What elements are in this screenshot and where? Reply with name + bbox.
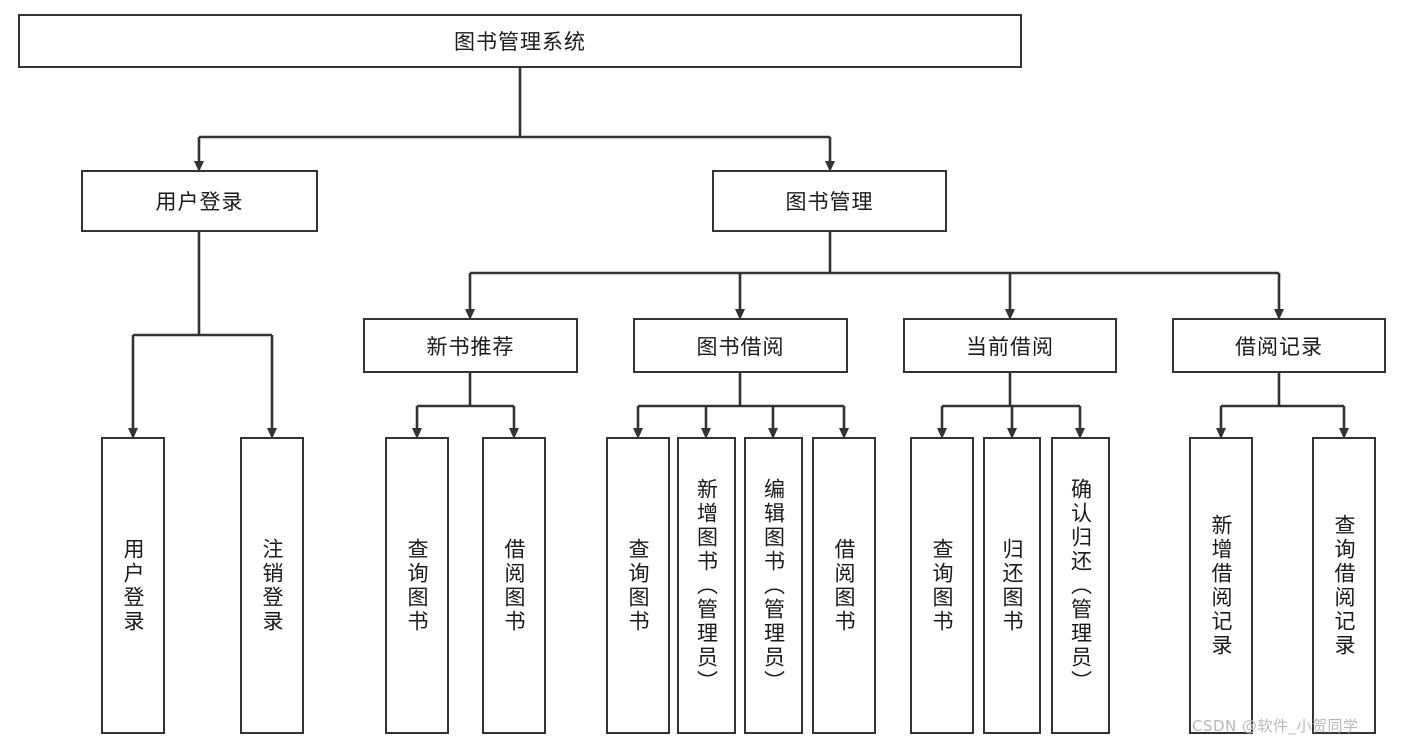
node-leaf-add-book[interactable]: 新增图书（管理员） — [677, 437, 736, 734]
node-leaf-edit-book[interactable]: 编辑图书（管理员） — [744, 437, 803, 734]
node-leaf-query-record[interactable]: 查询借阅记录 — [1312, 437, 1376, 734]
node-book-borrow[interactable]: 图书借阅 — [633, 318, 848, 373]
node-leaf-borrow-book-1[interactable]: 借阅图书 — [482, 437, 546, 734]
node-borrow-record[interactable]: 借阅记录 — [1172, 318, 1386, 373]
node-root[interactable]: 图书管理系统 — [18, 14, 1022, 68]
node-new-book-rec[interactable]: 新书推荐 — [363, 318, 578, 373]
node-leaf-user-login[interactable]: 用户登录 — [101, 437, 165, 734]
node-leaf-confirm-ret[interactable]: 确认归还（管理员） — [1051, 437, 1110, 734]
node-leaf-query-book-1[interactable]: 查询图书 — [385, 437, 449, 734]
watermark: CSDN @软件_小贺同学 — [1192, 717, 1359, 735]
node-book-manage[interactable]: 图书管理 — [712, 170, 947, 232]
node-leaf-query-book-3[interactable]: 查询图书 — [910, 437, 974, 734]
node-leaf-add-record[interactable]: 新增借阅记录 — [1189, 437, 1253, 734]
node-leaf-return-book[interactable]: 归还图书 — [983, 437, 1041, 734]
node-user-login[interactable]: 用户登录 — [81, 170, 318, 232]
node-current-borrow[interactable]: 当前借阅 — [903, 318, 1117, 373]
node-leaf-borrow-book-2[interactable]: 借阅图书 — [812, 437, 876, 734]
node-leaf-user-logout[interactable]: 注销登录 — [240, 437, 304, 734]
node-leaf-query-book-2[interactable]: 查询图书 — [606, 437, 670, 734]
